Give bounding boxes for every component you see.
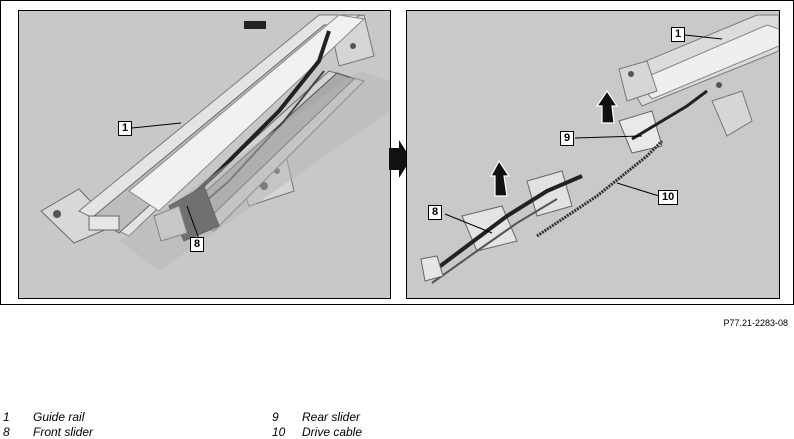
photo-guide-rail-disassembled: 1 9 10 8: [406, 10, 780, 299]
legend-number: 9: [272, 410, 279, 424]
legend-text: Guide rail: [33, 410, 85, 424]
callout-8-right: 8: [428, 205, 443, 220]
legend-text: Drive cable: [302, 425, 363, 439]
callout-1-left: 1: [118, 121, 133, 136]
callout-8-left: 8: [190, 237, 205, 252]
legend-text: Rear slider: [302, 410, 361, 424]
figure-frame: 1 8: [0, 0, 794, 305]
callout-9-right: 9: [560, 131, 575, 146]
legend-text: Front slider: [33, 425, 94, 439]
legend-number: 10: [272, 425, 286, 439]
photo-guide-rail-assembled: 1 8: [18, 10, 391, 299]
next-step-arrow-icon: [389, 140, 411, 178]
legend-number: 8: [3, 425, 10, 439]
guide-rail-illustration: [19, 11, 390, 298]
legend-number: 1: [3, 410, 10, 424]
slider-removal-illustration: [407, 11, 779, 298]
callout-1-right: 1: [671, 27, 686, 42]
figure-reference-code: P77.21-2283-08: [723, 318, 788, 328]
callout-10-right: 10: [658, 190, 679, 205]
